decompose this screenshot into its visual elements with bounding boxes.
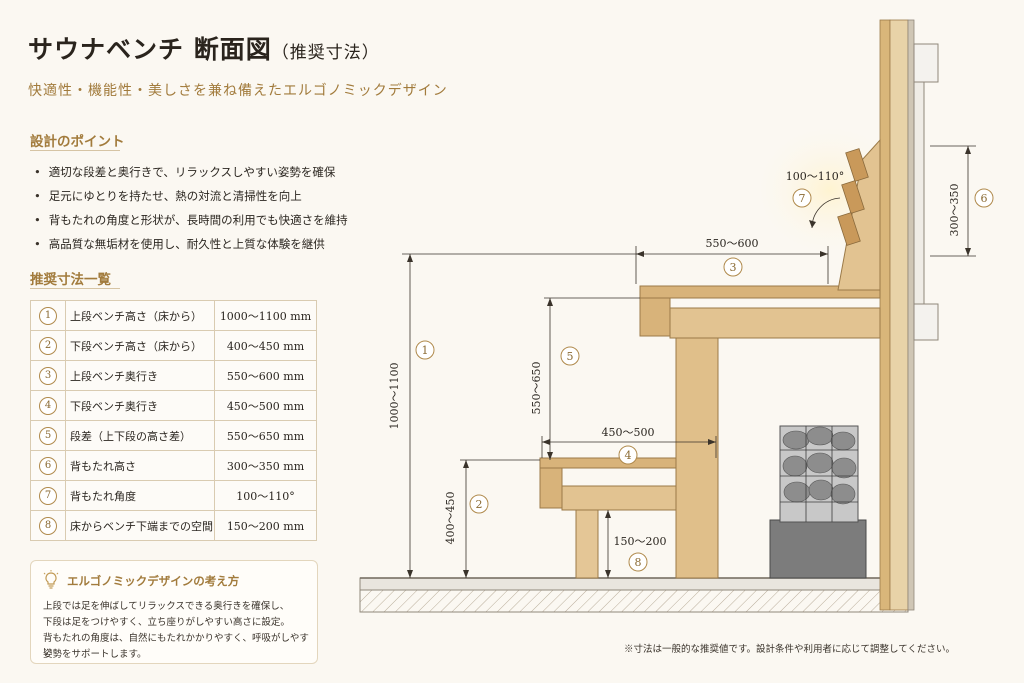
dim-4-text: 450〜500	[602, 426, 655, 439]
ergonomic-line: 姿勢をサポートします。	[43, 649, 147, 660]
row-label: 段差（上下段の高さ差）	[65, 420, 215, 451]
callout-5: 5	[567, 350, 574, 363]
title-sub: （推奨寸法）	[271, 43, 380, 63]
callout-circle	[618, 445, 638, 465]
row-value: 1000〜1100 mm	[214, 300, 317, 331]
ergonomic-info-box: エルゴノミックデザインの考え方 上段では足を伸ばしてリラックスできる奥行きを確保…	[30, 560, 318, 664]
ergonomic-line: 下段は足をつけやすく、立ち座りがしやすい高さに設定。	[43, 617, 290, 628]
page-title: サウナベンチ 断面図（推奨寸法）	[28, 30, 380, 66]
row-value: 400〜450 mm	[214, 330, 317, 361]
table-heading-rule	[30, 288, 120, 289]
point-item: 高品質な無垢材を使用し、耐久性と上質な体験を継供	[34, 232, 348, 256]
callout-circle	[792, 188, 812, 208]
callout-7: 7	[799, 192, 806, 205]
dimension-arrowheads	[407, 146, 971, 578]
point-item: 足元にゆとりを持たせ、熱の対流と清掃性を向上	[34, 184, 348, 208]
row-number-badge: 8	[39, 516, 57, 535]
table-heading: 推奨寸法一覧	[30, 272, 111, 288]
wall-vent-channel	[913, 81, 925, 305]
wall-outer	[907, 19, 915, 611]
row-value: 150〜200 mm	[214, 510, 317, 541]
points-heading: 設計のポイント	[30, 134, 125, 150]
row-number-badge: 3	[39, 366, 57, 385]
wall-fixture-bottom	[913, 303, 939, 341]
table-row: 5 段差（上下段の高さ差）550〜650 mm	[30, 420, 317, 451]
callout-4: 4	[625, 449, 632, 462]
row-number-badge: 5	[39, 426, 57, 445]
wall-fixture-top	[913, 43, 939, 83]
callout-circle	[974, 188, 994, 208]
wall-board	[879, 19, 891, 611]
dim-6-text: 300〜350	[948, 184, 961, 237]
dim-2-text: 400〜450	[444, 492, 457, 545]
row-value: 550〜650 mm	[214, 420, 317, 451]
callout-circle	[469, 494, 489, 514]
floor-slab	[359, 589, 909, 613]
row-value: 450〜500 mm	[214, 390, 317, 421]
footnote: ※寸法は一般的な推奨値です。設計条件や利用者に応じて調整してください。	[624, 644, 955, 655]
dim-5-text: 550〜650	[530, 362, 543, 415]
row-number-badge: 6	[39, 456, 57, 475]
callout-circle	[560, 346, 580, 366]
dim-3-text: 550〜600	[706, 237, 759, 250]
callout-3: 3	[730, 261, 737, 274]
design-points-list: 適切な段差と奥行きで、リラックスしやすい姿勢を確保 足元にゆとりを持たせ、熱の対…	[34, 160, 348, 256]
row-label: 床からベンチ下端までの空間	[65, 510, 215, 541]
dim-8-text: 150〜200	[614, 535, 667, 548]
row-label: 上段ベンチ高さ（床から）	[65, 300, 215, 331]
dim-7-text: 100〜110°	[786, 170, 845, 183]
heater-base	[769, 519, 867, 579]
points-heading-rule	[30, 150, 120, 151]
callout-circle	[628, 552, 648, 572]
row-value: 100〜110°	[214, 480, 317, 511]
row-number-badge: 1	[39, 306, 57, 325]
row-label: 背もたれ高さ	[65, 450, 215, 481]
row-number-badge: 7	[39, 486, 57, 505]
upper-bench-seat	[639, 285, 881, 299]
lightbulb-icon	[43, 570, 59, 589]
lower-bench-leg	[575, 509, 599, 579]
heater-cage-grid	[780, 426, 858, 522]
callout-circle	[723, 257, 743, 277]
ergonomic-line: 上段では足を伸ばしてリラックスできる奥行きを確保し、	[43, 601, 290, 612]
floor-surface	[359, 577, 909, 591]
point-item: 背もたれの角度と形状が、長時間の利用でも快適さを維持	[34, 208, 348, 232]
row-label: 下段ベンチ奥行き	[65, 390, 215, 421]
title-main: サウナベンチ 断面図	[28, 35, 272, 64]
row-number-badge: 4	[39, 396, 57, 415]
callout-2: 2	[476, 498, 483, 511]
point-item: 適切な段差と奥行きで、リラックスしやすい姿勢を確保	[34, 160, 348, 184]
row-value: 300〜350 mm	[214, 450, 317, 481]
row-number-badge: 2	[39, 336, 57, 355]
wall-insulation	[889, 19, 909, 611]
table-row: 1 上段ベンチ高さ（床から）1000〜1100 mm	[30, 300, 317, 331]
callout-8: 8	[635, 556, 642, 569]
ergonomic-title: エルゴノミックデザインの考え方	[67, 574, 240, 588]
upper-bench-front-edge	[639, 297, 671, 337]
backrest-slats	[837, 148, 869, 246]
callout-circle	[415, 340, 435, 360]
row-label: 背もたれ角度	[65, 480, 215, 511]
upper-bench-frame	[669, 307, 881, 339]
dimension-lines	[402, 145, 976, 578]
callout-6: 6	[981, 192, 988, 205]
ergonomic-line: 背もたれの角度は、自然にもたれかかりやすく、呼吸がしやすい	[43, 633, 309, 658]
callout-1: 1	[422, 344, 429, 357]
lower-bench-front-edge	[539, 467, 563, 509]
row-value: 550〜600 mm	[214, 360, 317, 391]
page-subtitle: 快適性・機能性・美しさを兼ね備えたエルゴノミックデザイン	[28, 83, 448, 99]
dim-1-text: 1000〜1100	[388, 363, 401, 430]
heater-stones	[782, 426, 857, 505]
bench-support-post	[675, 337, 719, 579]
diagram-callouts: 1 2 3 4 5 6 7 8	[415, 188, 994, 572]
